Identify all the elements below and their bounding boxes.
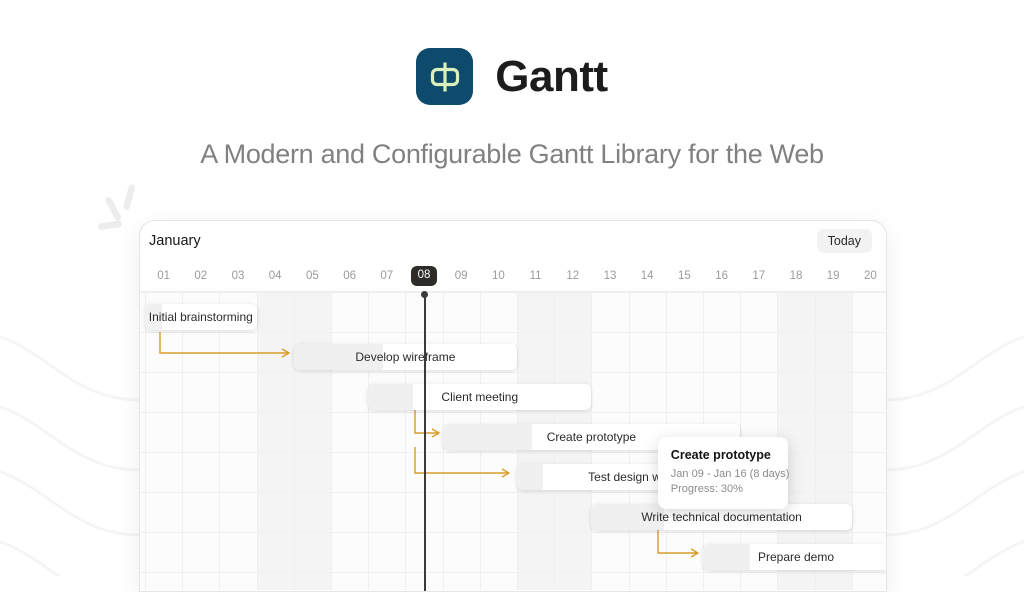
day-header-label: 04 [268,270,282,282]
task-bar-label: Write technical documentation [641,510,802,524]
task-bar-label: Client meeting [441,390,519,404]
day-header-label: 05 [305,270,319,282]
grid-hline [140,372,886,373]
grid-vline [331,292,332,590]
gantt-card: January Today 01 02 03 04 05 06 07 08 09 10 11 12 13… [139,220,887,592]
day-header-label: 02 [194,270,208,282]
day-header-11: 11 [517,261,554,291]
grid-hline [140,332,886,333]
task-progress-fill [517,464,544,490]
day-header-label: 09 [454,270,468,282]
task-progress-fill [442,424,532,450]
grid-vline [256,292,258,590]
task-progress-fill [368,384,413,410]
day-header-19: 19 [815,261,852,291]
day-header-02: 02 [182,261,219,291]
day-header-label: 06 [343,270,356,282]
weekend-band [293,292,331,590]
grid-vline [182,292,184,590]
day-header-label: 12 [566,270,580,282]
hero-section: Gantt A Modern and Configurable Gantt Li… [0,0,1024,170]
day-header-07: 07 [368,261,405,291]
task-bar[interactable]: Client meeting [368,384,592,410]
task-bar-label: Create prototype [546,430,637,444]
day-header-08: 08 [405,261,442,291]
month-label: January [149,233,201,249]
day-header-label: 08 [410,266,438,286]
day-header-label: 17 [752,270,766,282]
task-bar-label: Initial brainstorming [148,310,253,324]
day-header-15: 15 [666,261,703,291]
day-header-13: 13 [591,261,628,291]
brand-row: Gantt [0,48,1024,105]
day-header-14: 14 [629,261,666,291]
day-header-label: 01 [157,270,170,282]
tooltip-progress: Progress: 30% [670,482,743,495]
day-header-label: 14 [640,270,654,282]
day-header-label: 03 [231,270,245,282]
grid-vline [293,292,295,590]
grid-hline [140,412,886,413]
task-bar-label: Develop wireframe [355,350,456,364]
grid-hline [140,532,886,533]
grid-vline [219,292,221,590]
tooltip-dates: Jan 09 - Jan 16 (8 days) [670,468,790,480]
day-header-17: 17 [740,261,777,291]
day-header-label: 10 [491,270,505,282]
grid-hline [140,572,886,573]
day-header-03: 03 [219,261,256,291]
day-header-label: 07 [380,270,394,282]
grid-vline [145,292,146,590]
day-header-20: 20 [852,261,886,291]
day-header-label: 11 [529,270,542,282]
day-header-label: 19 [826,270,840,282]
day-header-label: 16 [715,270,728,282]
today-button[interactable]: Today [816,229,872,253]
gantt-toolbar: January Today [140,221,886,261]
grid-hline [140,452,886,453]
tagline: A Modern and Configurable Gantt Library … [200,139,824,169]
day-header-label: 13 [603,270,617,282]
day-header-label: 18 [789,270,803,282]
day-header-04: 04 [257,261,294,291]
task-bar[interactable]: Create prototype [442,424,741,450]
today-marker-dot [421,291,428,298]
tooltip-title: Create prototype [670,448,771,462]
gantt-logo-icon [416,48,474,105]
grid-hline [140,292,886,293]
task-tooltip: Create prototype Jan 09 - Jan 16 (8 days… [657,437,790,509]
day-header-05: 05 [294,261,331,291]
today-marker-line [424,293,426,591]
weekend-band [256,292,294,590]
day-header-label: 15 [677,270,691,282]
page-title: Gantt [495,51,608,101]
task-progress-fill [703,544,750,570]
day-header-09: 09 [443,261,480,291]
grid-hline [140,492,886,493]
task-bar[interactable]: Initial brainstorming [145,304,257,330]
task-bar-label: Prepare demo [757,550,835,564]
task-progress-fill [145,304,162,330]
day-header-strip: 01 02 03 04 05 06 07 08 09 10 11 12 13 14 15 16 17 18 19 20 [140,261,886,291]
day-header-06: 06 [331,261,368,291]
task-progress-fill [591,504,665,530]
grid-vline [368,292,370,590]
task-bar[interactable]: Develop wireframe [293,344,517,370]
day-header-01: 01 [145,261,182,291]
day-header-label: 20 [863,270,877,282]
day-header-10: 10 [480,261,517,291]
day-header-12: 12 [554,261,591,291]
day-header-16: 16 [703,261,740,291]
task-bar[interactable]: Prepare demo [703,544,886,570]
day-header-18: 18 [777,261,814,291]
grid-vline [405,292,407,590]
